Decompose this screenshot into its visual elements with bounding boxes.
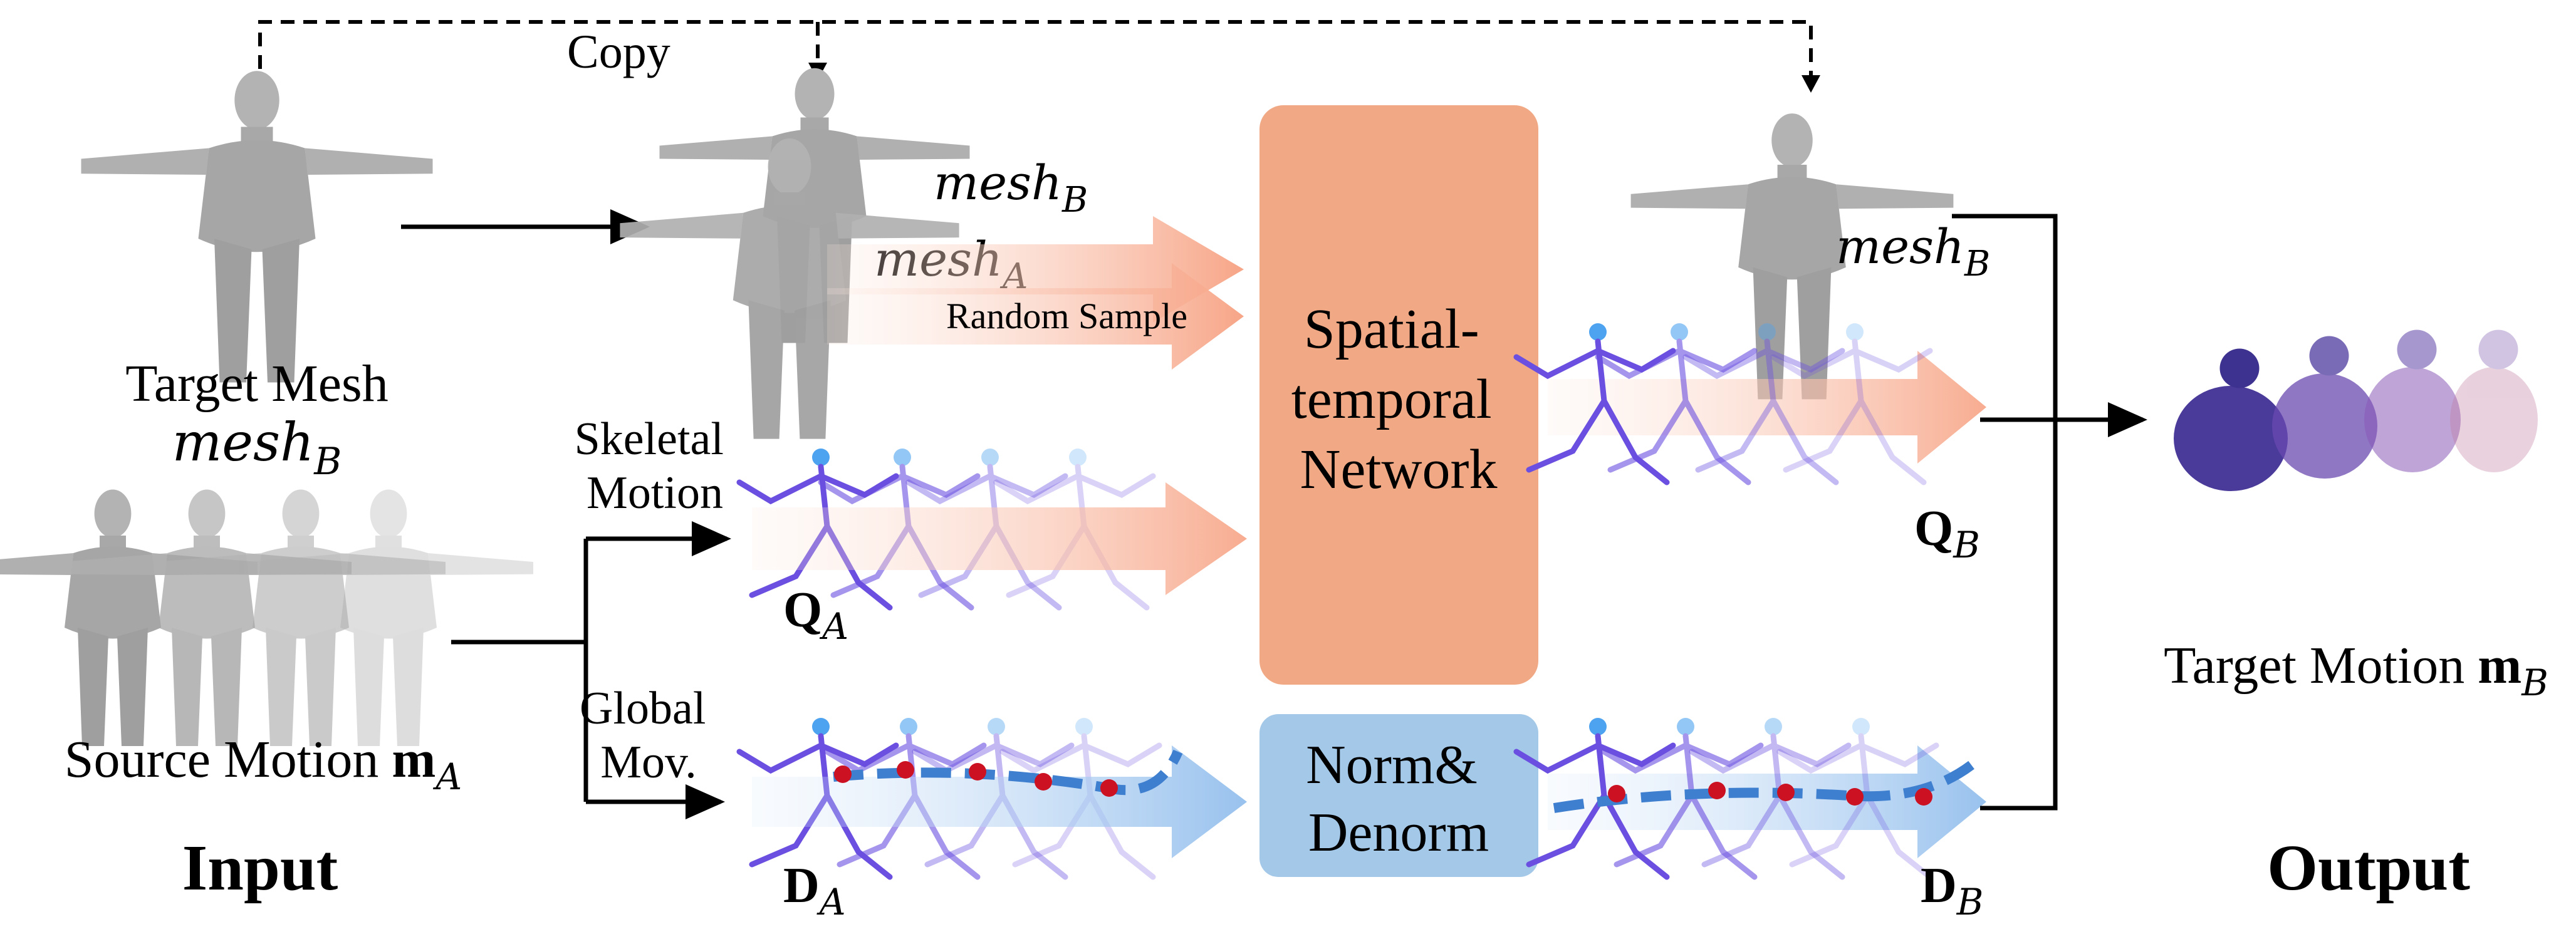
copy-label: Copy (567, 26, 670, 78)
target-mesh-figure (81, 71, 433, 383)
spatial-temporal-network-box (1259, 105, 1538, 685)
norm-denorm-box (1259, 714, 1538, 877)
mesh-input-arrow-upper (827, 216, 1244, 323)
random-sample-label: Random Sample (946, 296, 1187, 336)
global-mov-label: Global Mov. (580, 683, 717, 788)
mesh-input-arrow-lower (827, 263, 1244, 370)
global-input-arrow (752, 745, 1247, 858)
output-merge-connector (1952, 214, 2058, 811)
source-motion-label: Source Motion mA (65, 730, 462, 798)
copy-arrowhead-right (1802, 75, 1820, 93)
target-motion-figures (2174, 329, 2538, 491)
target-mesh-name: meshB (172, 412, 342, 484)
d-a-label: DA (783, 858, 846, 923)
source-motion-figures (0, 489, 533, 746)
mesh-b-right-label: meshB (1836, 219, 1990, 284)
copy-connector (258, 20, 1813, 75)
trajectory-joints-left (834, 761, 1118, 797)
target-mesh-label: Target Mesh (125, 355, 388, 413)
q-a-label: QA (783, 583, 848, 648)
skeletal-motion-label: Skeletal Motion (575, 413, 736, 519)
q-b-label: QB (1914, 501, 1980, 566)
trajectory-joints-right (1608, 782, 1932, 806)
output-label: Output (2267, 832, 2470, 904)
source-branch-connector (451, 539, 588, 802)
target-motion-label: Target Motion mB (2164, 636, 2548, 704)
global-output-arrow (1548, 745, 1986, 858)
norm-denorm-label: Norm& Denorm (1306, 735, 1491, 863)
input-label: Input (182, 832, 338, 904)
mesh-b-middle-label: meshB (934, 155, 1088, 220)
network-label: Spatial- temporal Network (1291, 298, 1506, 501)
trajectory-right (1553, 754, 1984, 813)
skeletal-input-arrow (752, 482, 1247, 595)
d-b-label: DB (1921, 858, 1983, 923)
